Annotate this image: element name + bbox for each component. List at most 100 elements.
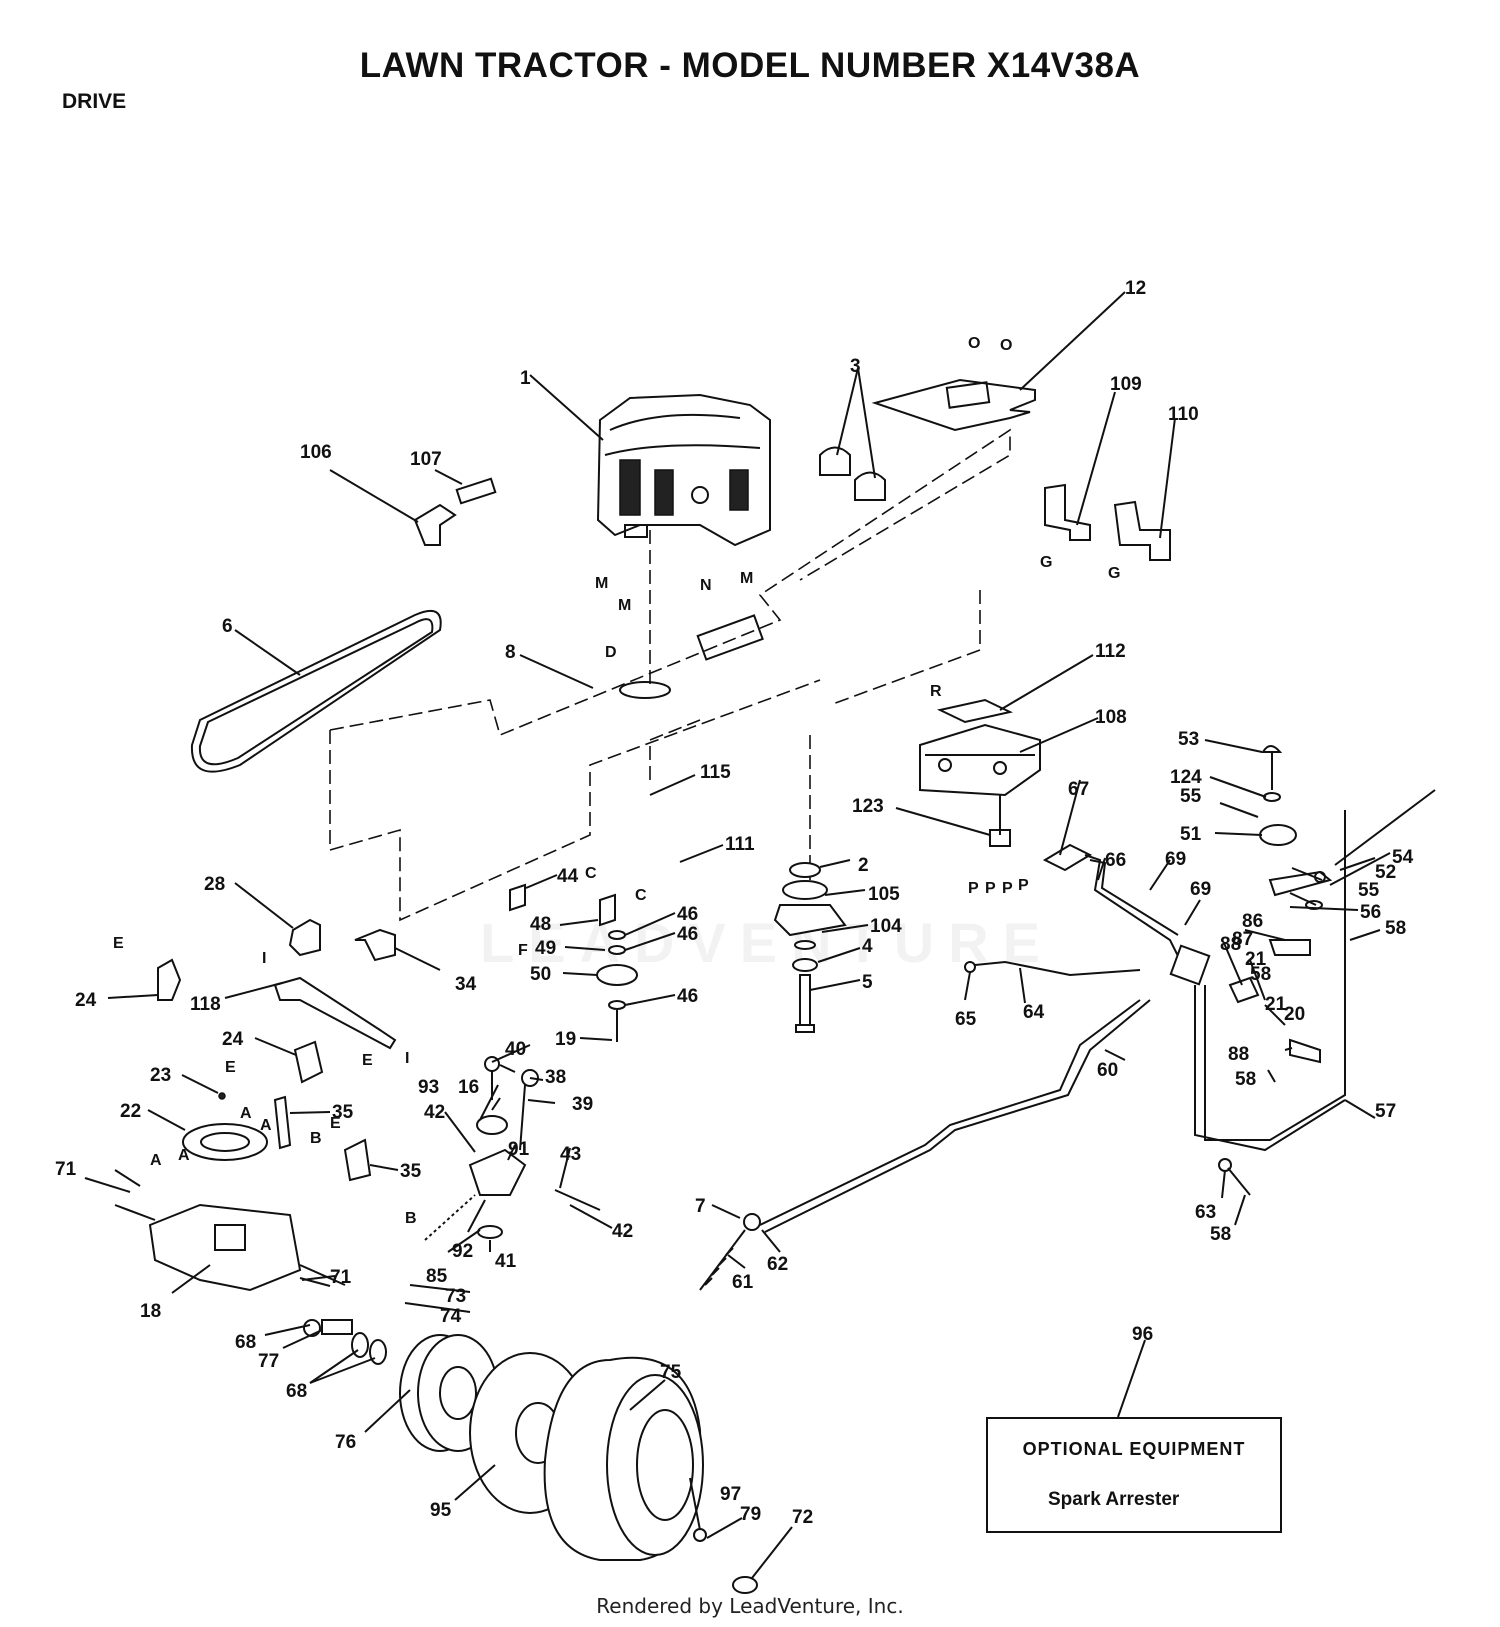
- callout: 111: [725, 834, 755, 855]
- callout: 93: [418, 1077, 439, 1098]
- part-22-pulley: [182, 1092, 268, 1161]
- callout: 2: [858, 855, 869, 876]
- callout: 85: [426, 1266, 448, 1287]
- callout: 42: [424, 1102, 445, 1123]
- section-label: DRIVE: [62, 90, 127, 113]
- callout: 91: [508, 1139, 530, 1160]
- ref-letter: G: [1040, 554, 1052, 571]
- callout: 46: [677, 924, 698, 945]
- connection-refs: A A A A B B C C D E E E E F G G I I M M …: [113, 335, 1120, 1227]
- part-6-belt: [190, 610, 442, 773]
- ref-letter: B: [310, 1130, 322, 1147]
- callout: 46: [677, 986, 698, 1007]
- callout: 66: [1105, 850, 1126, 871]
- callout: 87: [1232, 929, 1253, 950]
- callout: 50: [530, 964, 551, 985]
- ref-letter: C: [635, 887, 647, 904]
- callout: 23: [150, 1065, 171, 1086]
- callout: 95: [430, 1500, 452, 1521]
- callout: 67: [1068, 779, 1089, 800]
- part-66-linkage: [759, 810, 1346, 1233]
- callout: 105: [868, 884, 900, 905]
- optional-equipment-box: OPTIONAL EQUIPMENT Spark Arrester: [986, 1417, 1282, 1533]
- callout: 63: [1195, 1202, 1216, 1223]
- part-91-brake-arm: [424, 1056, 601, 1241]
- callout: 41: [495, 1251, 517, 1272]
- callout: 79: [740, 1504, 761, 1525]
- callout: 20: [1284, 1004, 1305, 1025]
- callout: 1: [520, 368, 531, 389]
- ref-letter: E: [362, 1052, 373, 1069]
- part-2-pulley-stack: [773, 862, 847, 1033]
- callout: 57: [1375, 1101, 1396, 1122]
- callout: 3: [850, 356, 861, 377]
- ref-letter: O: [1000, 337, 1012, 354]
- ref-letter: M: [740, 570, 753, 587]
- callout: 48: [530, 914, 551, 935]
- callout: 6: [222, 616, 233, 637]
- callout: 35: [332, 1102, 354, 1123]
- ref-letter: A: [178, 1147, 190, 1164]
- callout: 58: [1250, 964, 1271, 985]
- callout: 106: [300, 442, 332, 463]
- ref-letter: G: [1108, 565, 1120, 582]
- ref-letter: P: [985, 880, 996, 897]
- part-75-tire: [543, 1356, 704, 1561]
- ref-letter: I: [262, 950, 266, 967]
- callout: 74: [440, 1306, 462, 1327]
- ref-letter: P: [1018, 877, 1029, 894]
- part-108-112-muffler: [919, 698, 1041, 847]
- callout: 108: [1095, 707, 1127, 728]
- optional-equipment-item: Spark Arrester: [1048, 1489, 1180, 1510]
- callout: 60: [1097, 1060, 1118, 1081]
- callout: 49: [535, 938, 556, 959]
- callout: 35: [400, 1161, 422, 1182]
- callout: 73: [445, 1286, 466, 1307]
- callout: 71: [55, 1159, 77, 1180]
- page-title: LAWN TRACTOR - MODEL NUMBER X14V38A: [359, 46, 1141, 85]
- callout: 64: [1023, 1002, 1045, 1023]
- callout: 112: [1095, 641, 1126, 662]
- ref-letter: E: [113, 935, 124, 952]
- callout: 69: [1165, 849, 1186, 870]
- callout: 88: [1220, 934, 1241, 955]
- ref-letter: B: [405, 1210, 417, 1227]
- callout: 18: [140, 1301, 161, 1322]
- part-109-110-brackets: [1044, 483, 1171, 561]
- callout: 88: [1228, 1044, 1249, 1065]
- callout: 96: [1132, 1324, 1153, 1345]
- callout: 7: [695, 1196, 706, 1217]
- callout: 39: [572, 1094, 593, 1115]
- ref-letter: P: [968, 880, 979, 897]
- ref-letter: E: [330, 1115, 341, 1132]
- callout: 8: [505, 642, 516, 663]
- callout: 28: [204, 874, 225, 895]
- callout: 71: [330, 1267, 352, 1288]
- part-12-plate: [871, 378, 1036, 432]
- part-50-idler-stack: [354, 883, 638, 1042]
- part-18-transaxle: [84, 1177, 346, 1292]
- watermark: LEADVENTURE: [480, 911, 1055, 974]
- callout: 52: [1375, 862, 1396, 883]
- callout: 51: [1180, 824, 1202, 845]
- optional-equipment-heading: OPTIONAL EQUIPMENT: [1022, 1439, 1246, 1459]
- callout: 12: [1125, 278, 1146, 299]
- ref-letter: P: [1002, 880, 1013, 897]
- callout: 16: [458, 1077, 479, 1098]
- callout: 110: [1168, 404, 1199, 425]
- callout: 61: [732, 1272, 754, 1293]
- ref-letter: I: [405, 1050, 409, 1067]
- callout: 77: [258, 1351, 279, 1372]
- callout: 46: [677, 904, 698, 925]
- part-61-62-spring: [699, 1158, 1251, 1291]
- callout: 123: [852, 796, 884, 817]
- ref-letter: N: [700, 577, 712, 594]
- ref-letter: M: [618, 597, 631, 614]
- callout: 42: [612, 1221, 633, 1242]
- callout: 65: [955, 1009, 977, 1030]
- part-callouts: 1 2 3 4 5 6 7 8 12 16 18 19 20 21 21 22 …: [55, 278, 1414, 1528]
- callout: 75: [660, 1362, 682, 1383]
- callout: 5: [862, 972, 873, 993]
